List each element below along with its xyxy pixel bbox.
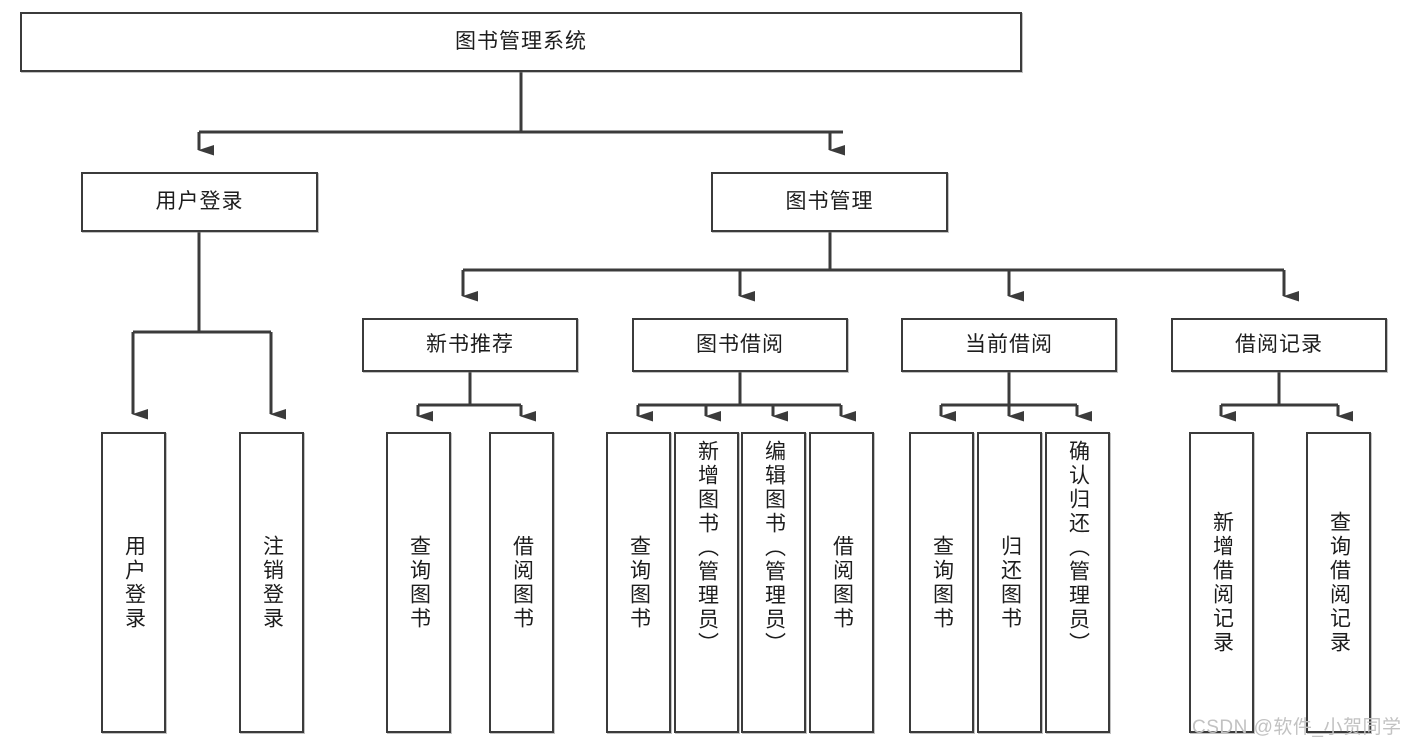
node-book-borrow[interactable]: 图书借阅: [632, 318, 848, 372]
node-root-label: 图书管理系统: [455, 29, 587, 53]
leaf-current-return-book[interactable]: 归还图书: [977, 432, 1042, 733]
node-root[interactable]: 图书管理系统: [20, 12, 1022, 72]
leaf-borrow-query-book-label: 查询图书: [627, 534, 651, 631]
leaf-current-query-book-label: 查询图书: [930, 534, 954, 631]
leaf-user-login-signin-label: 用户登录: [122, 534, 146, 631]
leaf-current-confirm-return-label: 确认归还（管理员）: [1066, 440, 1090, 656]
leaf-record-add-label: 新增借阅记录: [1210, 510, 1234, 655]
node-book-management-label: 图书管理: [785, 189, 874, 213]
node-user-login-label: 用户登录: [155, 189, 244, 213]
leaf-current-confirm-return[interactable]: 确认归还（管理员）: [1045, 432, 1110, 733]
node-current-borrow[interactable]: 当前借阅: [901, 318, 1117, 372]
leaf-borrow-query-book[interactable]: 查询图书: [606, 432, 671, 733]
leaf-current-query-book[interactable]: 查询图书: [909, 432, 974, 733]
leaf-record-query-label: 查询借阅记录: [1327, 510, 1351, 655]
leaf-borrow-edit-book-label: 编辑图书（管理员）: [762, 440, 786, 656]
leaf-borrow-edit-book[interactable]: 编辑图书（管理员）: [741, 432, 806, 733]
leaf-new-book-query-label: 查询图书: [407, 534, 431, 631]
node-new-book-recommend-label: 新书推荐: [426, 332, 514, 356]
node-book-management[interactable]: 图书管理: [711, 172, 948, 232]
leaf-borrow-borrow-book-label: 借阅图书: [830, 534, 854, 631]
leaf-user-login-signin[interactable]: 用户登录: [101, 432, 166, 733]
leaf-new-book-borrow-label: 借阅图书: [510, 534, 534, 631]
leaf-current-return-book-label: 归还图书: [998, 534, 1022, 631]
watermark: CSDN @软件_小贺同学: [1192, 717, 1402, 738]
node-user-login[interactable]: 用户登录: [81, 172, 318, 232]
node-new-book-recommend[interactable]: 新书推荐: [362, 318, 578, 372]
leaf-user-login-signout-label: 注销登录: [260, 534, 284, 631]
leaf-user-login-signout[interactable]: 注销登录: [239, 432, 304, 733]
leaf-new-book-borrow[interactable]: 借阅图书: [489, 432, 554, 733]
leaf-borrow-add-book[interactable]: 新增图书（管理员）: [674, 432, 739, 733]
node-borrow-record[interactable]: 借阅记录: [1171, 318, 1387, 372]
leaf-new-book-query[interactable]: 查询图书: [386, 432, 451, 733]
leaf-record-query[interactable]: 查询借阅记录: [1306, 432, 1371, 733]
leaf-record-add[interactable]: 新增借阅记录: [1189, 432, 1254, 733]
node-current-borrow-label: 当前借阅: [965, 332, 1053, 356]
node-borrow-record-label: 借阅记录: [1235, 332, 1323, 356]
leaf-borrow-add-book-label: 新增图书（管理员）: [695, 440, 719, 656]
leaf-borrow-borrow-book[interactable]: 借阅图书: [809, 432, 874, 733]
node-book-borrow-label: 图书借阅: [696, 332, 784, 356]
